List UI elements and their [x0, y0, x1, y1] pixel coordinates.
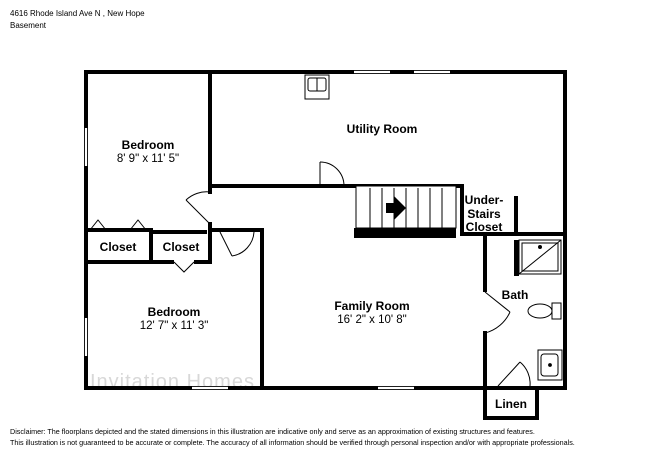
stairs [354, 185, 457, 238]
disclaimer-line-2: This illustration is not guaranteed to b… [10, 438, 575, 447]
bedroom-1-dims: 8' 9" x 11' 5" [117, 153, 179, 165]
shower-icon [518, 239, 562, 275]
windows [84, 70, 450, 390]
under-stairs-line2: Stairs [467, 207, 501, 221]
bath-name: Bath [502, 288, 529, 302]
utility-sink-icon [304, 74, 330, 100]
address-text: 4616 Rhode Island Ave N , New Hope [10, 9, 145, 18]
closet-1-name: Closet [100, 240, 137, 254]
level-text: Basement [10, 21, 47, 30]
disclaimer-line-1: Disclaimer: The floorplans depicted and … [10, 427, 535, 436]
walls [84, 70, 567, 420]
utility-room-name: Utility Room [347, 122, 418, 136]
linen-name: Linen [495, 397, 527, 411]
bedroom-2-name: Bedroom [148, 305, 201, 319]
under-stairs-line1: Under- [465, 193, 504, 207]
closet-2-name: Closet [163, 240, 200, 254]
bath-sink-icon [537, 349, 563, 381]
doors [89, 161, 531, 387]
shower-wall [514, 240, 519, 276]
bedroom-2-dims: 12' 7" x 11' 3" [140, 320, 209, 332]
family-room-name: Family Room [334, 299, 409, 313]
stair-direction-arrow-icon [386, 196, 406, 220]
toilet-icon [527, 302, 562, 320]
under-stairs-line3: Closet [466, 220, 503, 234]
bedroom-1-name: Bedroom [122, 138, 175, 152]
family-room-dims: 16' 2" x 10' 8" [337, 314, 406, 326]
